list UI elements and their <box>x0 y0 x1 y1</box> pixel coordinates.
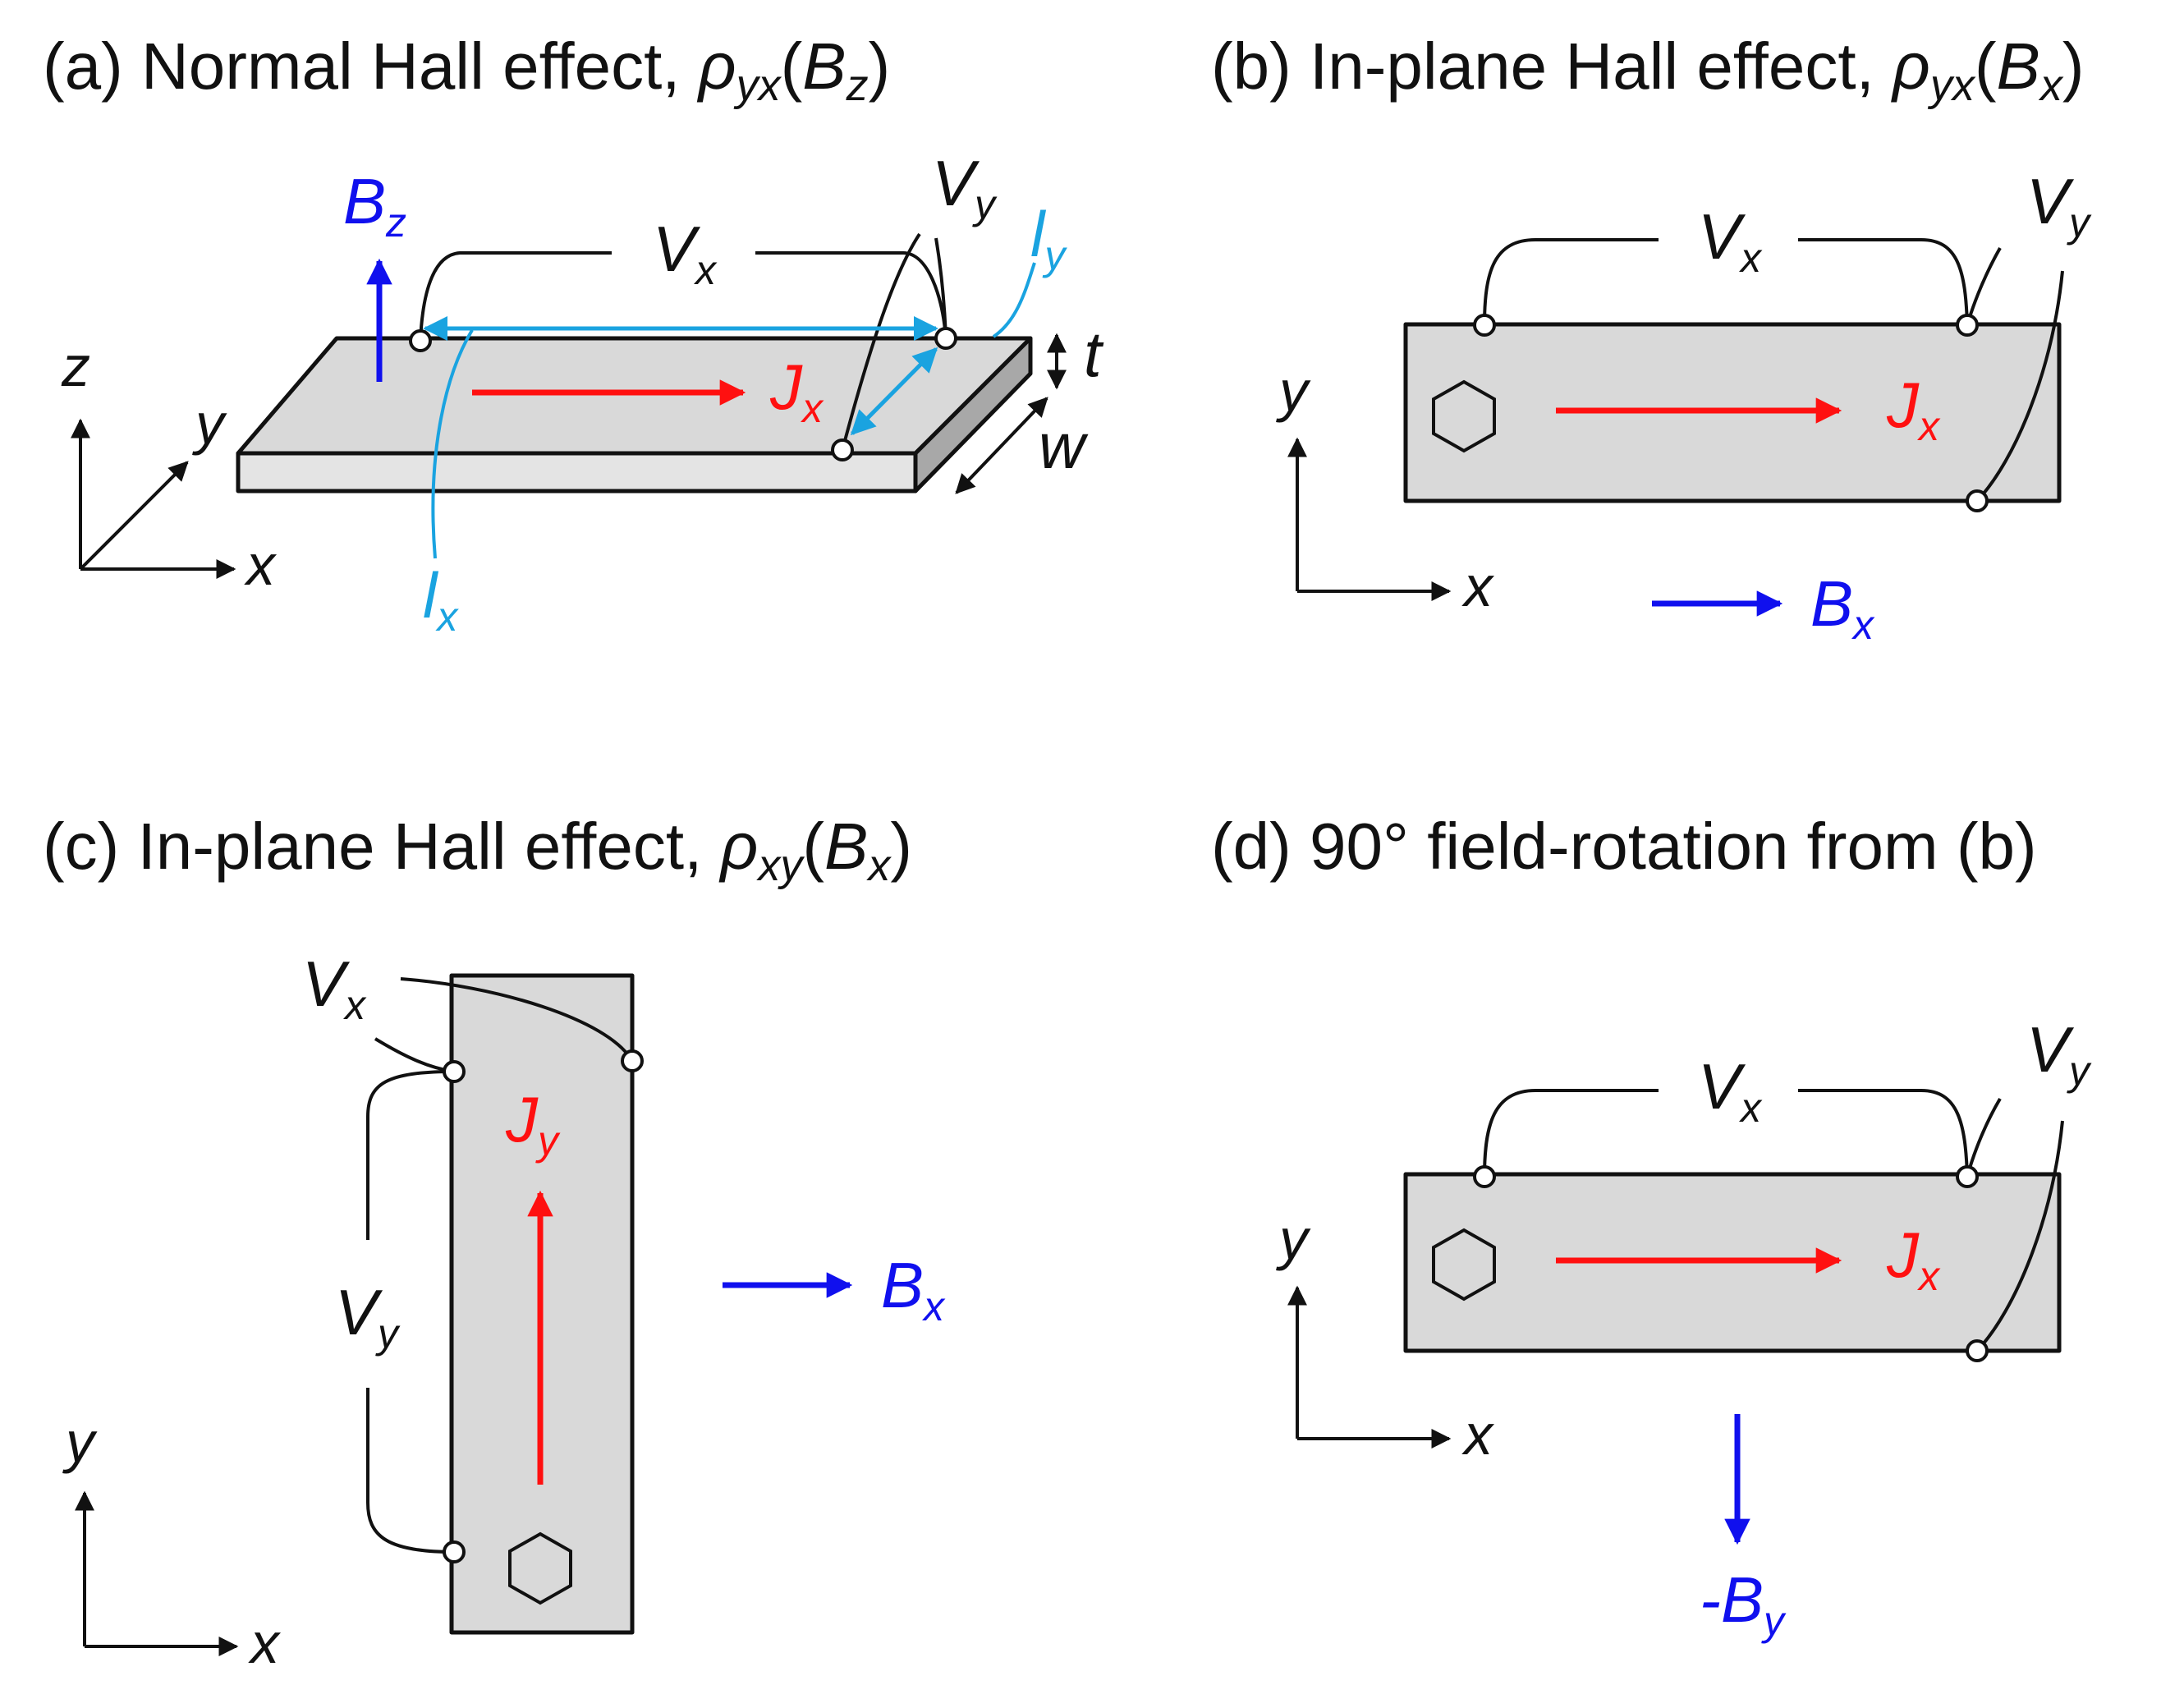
contact-pad-icon <box>1473 314 1496 337</box>
wire-vy-b <box>934 237 947 339</box>
dim-w-arrow <box>955 397 1048 494</box>
contact-pad-icon <box>831 438 854 461</box>
label-vx: Vx <box>302 948 367 1028</box>
dim-lx-leader <box>431 328 474 559</box>
dim-ly-label: ly <box>1030 198 1067 278</box>
dim-w-label: w <box>1039 410 1089 482</box>
current-label-jx: Jx <box>1886 369 1941 449</box>
current-label-jy: Jy <box>505 1083 561 1164</box>
wire-vx <box>1483 238 1969 326</box>
panel-a-title: (a) Normal Hall effect, ρyx(Bz) <box>43 30 890 110</box>
wire-vx <box>1483 1089 1969 1178</box>
wire-vy <box>366 1070 455 1554</box>
label-vy: Vy <box>2026 165 2092 246</box>
panel-c-title: (c) In-plane Hall effect, ρxy(Bx) <box>43 810 912 890</box>
hexagon-marker-icon <box>1432 379 1496 453</box>
axis-x-label: x <box>1461 1403 1495 1467</box>
dim-lx-label: lx <box>423 559 459 640</box>
panel-b: (b) In-plane Hall effect, ρyx(Bx) Vx Vy … <box>1211 30 2092 648</box>
label-vx: Vx <box>1698 200 1763 281</box>
label-vx: Vx <box>1698 1050 1763 1131</box>
wire-vy-bottom <box>1975 1120 2064 1352</box>
panel-d-title: (d) 90° field-rotation from (b) <box>1211 810 2037 883</box>
label-vy: Vy <box>2026 1013 2092 1094</box>
wire-vx-b <box>374 1037 455 1073</box>
wire-vx <box>400 977 634 1063</box>
contact-pad-icon <box>443 1540 466 1563</box>
panel-b-title: (b) In-plane Hall effect, ρyx(Bx) <box>1211 30 2085 110</box>
label-vy: Vy <box>932 147 998 227</box>
current-label-jx: Jx <box>769 351 824 431</box>
axis-y-label: y <box>1276 1207 1311 1271</box>
contact-pad-icon <box>934 327 957 350</box>
field-label-bz: Bz <box>343 165 406 246</box>
sample-plate-front <box>236 451 918 494</box>
axis-x-label: x <box>244 533 278 597</box>
wire-vy-top <box>1966 1097 2002 1178</box>
wire-vy-bottom <box>1975 270 2064 503</box>
contact-pad-icon <box>1966 1339 1989 1362</box>
hexagon-marker-icon <box>508 1531 572 1605</box>
dim-ly-arrow <box>850 347 938 436</box>
axis-x-label: x <box>248 1611 282 1675</box>
axis-x-label: x <box>1461 554 1495 618</box>
panel-a: (a) Normal Hall effect, ρyx(Bz) Bz Jx Vx… <box>43 30 1104 640</box>
contact-pad-icon <box>1966 489 1989 512</box>
field-label-neg-by: -By <box>1700 1563 1787 1644</box>
dim-ly-leader <box>992 262 1036 338</box>
axis-y-arrow <box>79 461 189 571</box>
sample-plate-top <box>236 336 1033 456</box>
hexagon-marker-icon <box>1432 1228 1496 1302</box>
axis-z-label: z <box>61 334 90 398</box>
dim-t-label: t <box>1084 318 1104 390</box>
axis-y-label: y <box>1276 359 1311 423</box>
field-label-bx: Bx <box>1810 567 1875 648</box>
label-vy: Vy <box>335 1276 401 1357</box>
axis-y-label: y <box>62 1410 98 1474</box>
panel-c: (c) In-plane Hall effect, ρxy(Bx) Vx Vy … <box>43 810 946 1675</box>
field-label-bx: Bx <box>881 1249 946 1329</box>
wire-vy-top <box>1966 247 2002 326</box>
contact-pad-icon <box>1956 1165 1979 1188</box>
axis-y-label: y <box>192 392 227 456</box>
current-label-jx: Jx <box>1886 1219 1941 1299</box>
panel-d: (d) 90° field-rotation from (b) Vx Vy Jx… <box>1211 810 2092 1644</box>
label-vx: Vx <box>653 213 718 293</box>
contact-pad-icon <box>443 1060 466 1083</box>
contact-pad-icon <box>409 329 432 352</box>
contact-pad-icon <box>1473 1165 1496 1188</box>
contact-pad-icon <box>1956 314 1979 337</box>
contact-pad-icon <box>621 1049 644 1072</box>
